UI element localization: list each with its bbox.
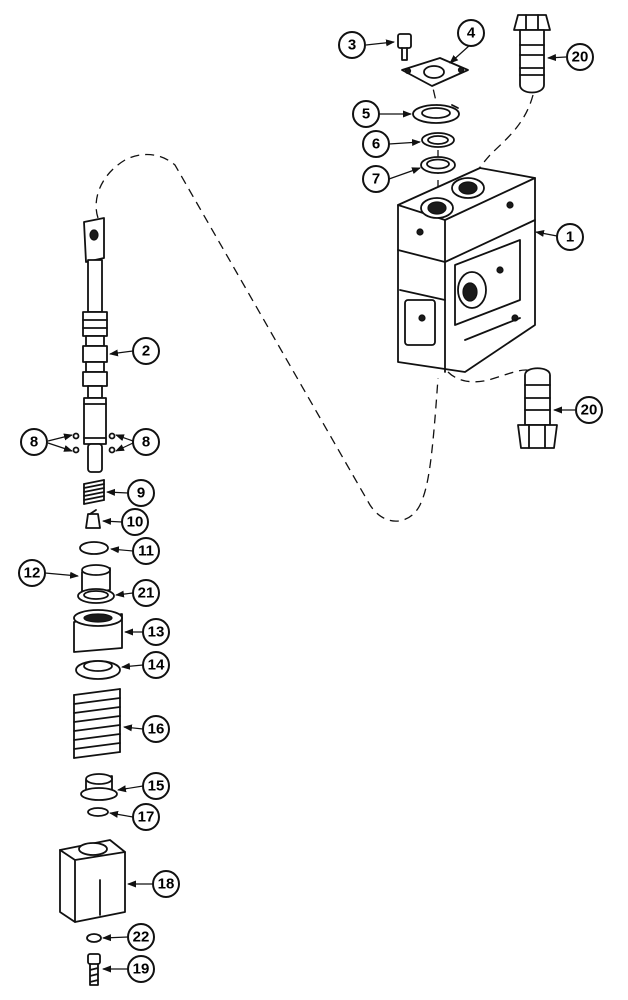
callout-15: 15 — [142, 772, 170, 800]
cap-screw-lower — [87, 953, 101, 986]
assembly-path-spool — [95, 153, 439, 522]
svg-text:20: 20 — [572, 49, 589, 66]
svg-text:19: 19 — [133, 961, 150, 978]
callout-22: 22 — [127, 923, 155, 951]
callout-8-right: 8 — [132, 428, 160, 456]
callout-18: 18 — [152, 870, 180, 898]
bushing — [81, 564, 111, 595]
callout-19: 19 — [127, 955, 155, 983]
svg-text:5: 5 — [362, 106, 370, 123]
callout-6: 6 — [362, 130, 390, 158]
adapter — [73, 609, 123, 653]
svg-text:15: 15 — [148, 778, 165, 795]
callout-16: 16 — [142, 715, 170, 743]
callout-10: 10 — [121, 508, 149, 536]
svg-text:14: 14 — [148, 657, 165, 674]
callout-8-left: 8 — [20, 428, 48, 456]
backup-ring-split — [412, 104, 460, 124]
relief-plug-top — [513, 14, 551, 94]
spring-seat-lower — [80, 773, 118, 801]
callout-13: 13 — [142, 618, 170, 646]
svg-text:6: 6 — [372, 136, 380, 153]
svg-text:2: 2 — [142, 343, 150, 360]
callout-4: 4 — [457, 19, 485, 47]
detent-spring — [83, 479, 105, 505]
callout-1: 1 — [556, 223, 584, 251]
svg-text:4: 4 — [467, 25, 476, 42]
leader-lines — [44, 39, 575, 973]
callout-21: 21 — [132, 579, 160, 607]
callout-20-top: 20 — [566, 43, 594, 71]
svg-text:21: 21 — [138, 585, 155, 602]
svg-text:7: 7 — [372, 171, 380, 188]
svg-text:20: 20 — [581, 402, 598, 419]
lock-washer — [86, 933, 102, 943]
svg-text:1: 1 — [566, 229, 574, 246]
svg-text:11: 11 — [138, 543, 154, 560]
svg-text:8: 8 — [30, 434, 38, 451]
svg-text:18: 18 — [158, 876, 175, 893]
svg-text:13: 13 — [148, 624, 165, 641]
spring-seat-upper — [75, 660, 121, 680]
callout-3: 3 — [338, 31, 366, 59]
cap-screw — [397, 33, 412, 61]
svg-text:22: 22 — [133, 929, 150, 946]
valve-section-body — [397, 167, 536, 373]
svg-text:16: 16 — [148, 721, 165, 738]
callout-9: 9 — [127, 479, 155, 507]
callout-7: 7 — [362, 165, 390, 193]
callout-20-bottom: 20 — [575, 396, 603, 424]
spring-cap — [59, 839, 126, 923]
assembly-path-plug-bottom — [447, 369, 539, 383]
retainer-plate — [401, 57, 469, 87]
svg-text:3: 3 — [348, 37, 356, 54]
spool — [82, 217, 108, 473]
washer — [87, 807, 109, 817]
callout-12: 12 — [18, 559, 46, 587]
svg-text:12: 12 — [24, 565, 41, 582]
wiper-seal — [77, 588, 115, 604]
callout-5: 5 — [352, 100, 380, 128]
o-ring — [79, 541, 109, 555]
detent-balls — [72, 432, 116, 454]
o-ring-small — [421, 132, 455, 148]
callout-11: 11 — [132, 537, 160, 565]
seal-ring — [420, 156, 456, 174]
centering-spring — [73, 688, 121, 759]
detent-plunger — [85, 509, 101, 529]
relief-plug-bottom — [517, 367, 558, 449]
svg-text:10: 10 — [127, 514, 144, 531]
svg-text:17: 17 — [138, 809, 155, 826]
callout-14: 14 — [142, 651, 170, 679]
callout-17: 17 — [132, 803, 160, 831]
callout-2: 2 — [132, 337, 160, 365]
svg-text:8: 8 — [142, 434, 150, 451]
svg-text:9: 9 — [137, 485, 145, 502]
